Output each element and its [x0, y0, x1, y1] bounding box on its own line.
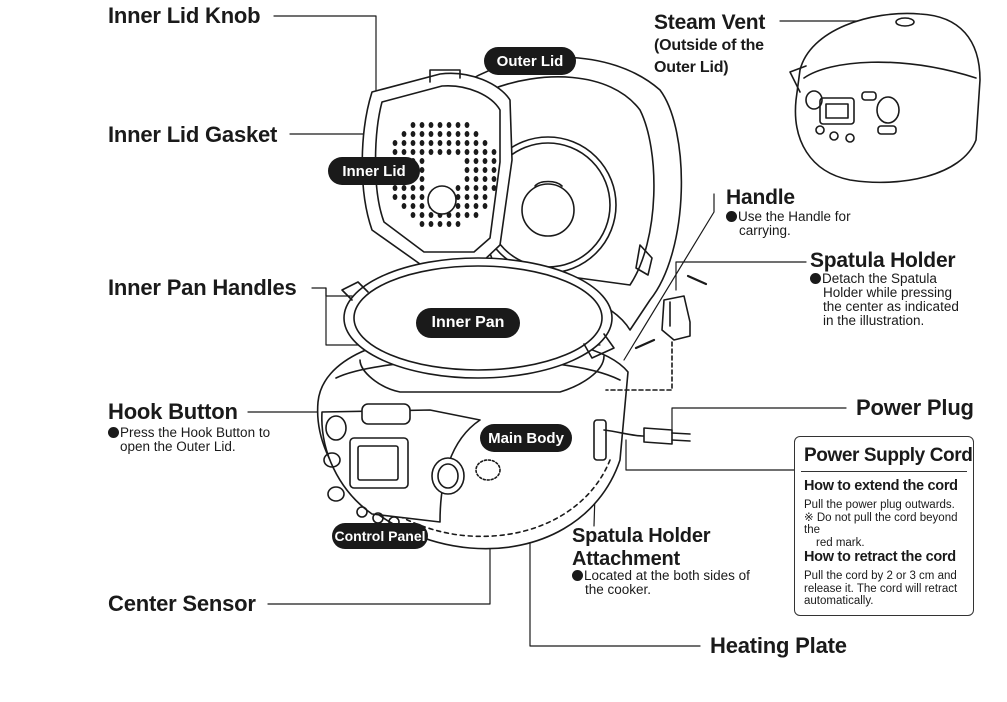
main-body-callout: Main Body: [480, 424, 572, 452]
attachment-note: Located at the both sides of the cooker.: [572, 569, 750, 597]
control-panel-shape: [321, 403, 501, 528]
steam-vent-sub1: (Outside of the: [654, 37, 764, 54]
steam-vent-sub2: Outer Lid): [654, 59, 729, 76]
power-plug-label: Power Plug: [856, 395, 974, 420]
bullet-icon: [572, 570, 583, 581]
steam-vent-label: Steam Vent: [654, 11, 766, 34]
power-supply-cord-box: Power Supply Cord How to extend the cord…: [794, 436, 974, 616]
bullet-icon: [810, 273, 821, 284]
power-supply-cord-title: Power Supply Cord: [804, 445, 973, 466]
divider: [801, 471, 967, 472]
small-cooker-shape: [789, 12, 981, 184]
inner-lid-shape: [361, 69, 513, 265]
extend-heading: How to extend the cord: [804, 478, 958, 494]
inner-lid-knob-label: Inner Lid Knob: [108, 3, 261, 28]
handle-note: Use the Handle for carrying.: [726, 210, 851, 238]
spatula-holder-shape: [593, 274, 708, 461]
inner-lid-gasket-label: Inner Lid Gasket: [108, 122, 278, 147]
spatula-holder-label: Spatula Holder: [810, 249, 956, 272]
spatula-holder-attachment-label1: Spatula Holder: [572, 525, 711, 547]
outer-lid-callout: Outer Lid: [484, 47, 576, 75]
hook-button-note: Press the Hook Button to open the Outer …: [108, 426, 270, 454]
retract-text: Pull the cord by 2 or 3 cm and release i…: [804, 570, 958, 607]
inner-pan-handles-label: Inner Pan Handles: [108, 275, 297, 300]
extend-text: Pull the power plug outwards. ※ Do not p…: [804, 499, 958, 549]
handle-label: Handle: [726, 186, 795, 209]
retract-heading: How to retract the cord: [804, 549, 956, 565]
bullet-icon: [108, 427, 119, 438]
power-plug-shape: [603, 427, 691, 445]
center-sensor-label: Center Sensor: [108, 591, 256, 616]
hook-button-label: Hook Button: [108, 399, 238, 424]
leader-lines: [247, 15, 901, 647]
heating-plate-label: Heating Plate: [710, 633, 847, 658]
control-panel-callout: Control Panel: [332, 523, 428, 549]
inner-lid-callout: Inner Lid: [328, 157, 420, 185]
inner-pan-callout: Inner Pan: [416, 308, 520, 338]
spatula-holder-attachment-label2: Attachment: [572, 548, 681, 570]
bullet-icon: [726, 211, 737, 222]
spatula-holder-note: Detach the Spatula Holder while pressing…: [810, 272, 959, 328]
